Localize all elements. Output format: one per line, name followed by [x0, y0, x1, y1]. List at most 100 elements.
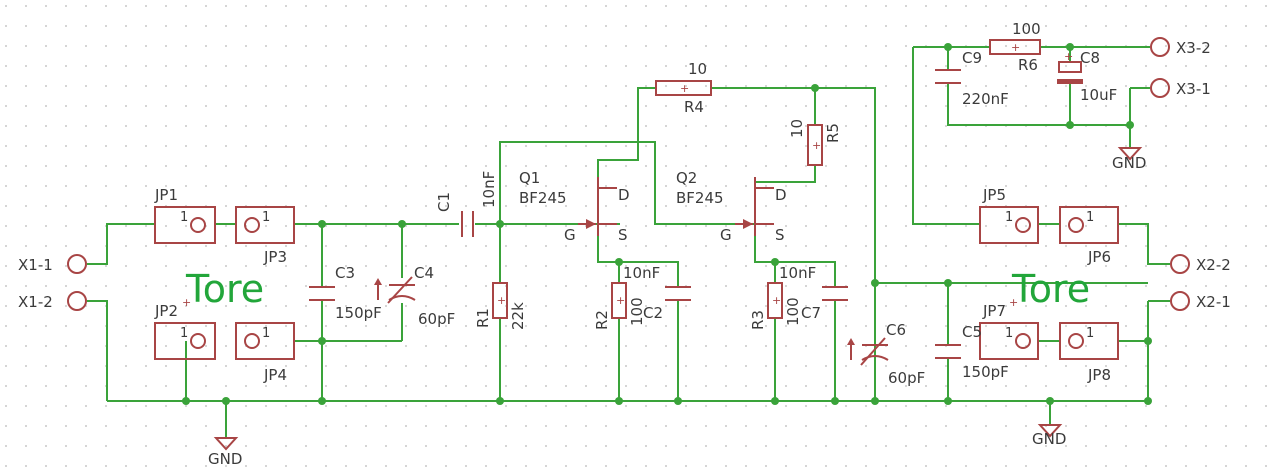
- c4-value: 60pF: [418, 310, 455, 328]
- c9-value: 220nF: [962, 90, 1009, 108]
- connector-x1-1: X1-1: [18, 254, 87, 274]
- r1-plus-mark: +: [497, 294, 506, 307]
- r2-label: R2: [593, 310, 611, 330]
- r3-plus-mark: +: [772, 294, 781, 307]
- jp2-pin-label: 1: [180, 326, 188, 341]
- connector-x2-1: X2-1: [1170, 291, 1231, 311]
- r5-label: R5: [824, 123, 842, 143]
- jp7-pin-label: 1: [1005, 326, 1013, 341]
- r3-label: R3: [749, 310, 767, 330]
- capacitor-c9: C9 220nF: [935, 49, 1009, 108]
- resistor-r1: + R1 22k: [474, 282, 527, 330]
- gnd-left-label: GND: [208, 450, 242, 468]
- c8-label: C8: [1080, 49, 1100, 67]
- trimmer-capacitor-c4: C4 60pF: [374, 264, 455, 328]
- q1-pin-s: S: [618, 226, 628, 244]
- c3-value: 150pF: [335, 304, 382, 322]
- ground-symbol-left: GND: [208, 437, 242, 468]
- r6-plus-mark: +: [1011, 41, 1020, 54]
- q1-pin-d: D: [618, 186, 630, 204]
- resistor-r4: + 10 R4: [655, 60, 712, 116]
- capacitor-c7: 10nF C7: [779, 264, 848, 322]
- c5-label: C5: [962, 323, 982, 341]
- connector-x1-1-label: X1-1: [18, 256, 53, 274]
- ground-symbol-supply: GND: [1112, 147, 1146, 172]
- trimmer-capacitor-c6: C6 60pF: [847, 321, 925, 387]
- jumper-jp5: 1 JP5: [979, 186, 1039, 244]
- jp2-plus-mark: +: [182, 296, 191, 309]
- capacitor-c5: C5 150pF: [935, 323, 1009, 381]
- jumper-jp7: 1 JP7 +: [979, 296, 1039, 360]
- c2-value: 10nF: [623, 264, 660, 282]
- r4-value: 10: [688, 60, 707, 78]
- c5-value: 150pF: [962, 363, 1009, 381]
- q1-type: BF245: [519, 189, 567, 207]
- c4-label: C4: [414, 264, 434, 282]
- connector-x1-2: X1-2: [18, 291, 87, 311]
- jp1-pin-label: 1: [180, 210, 188, 225]
- connector-x3-1-label: X3-1: [1176, 80, 1211, 98]
- c1-label: C1: [435, 192, 453, 212]
- q2-pin-s: S: [775, 226, 785, 244]
- resistor-r6: + 100 R6: [989, 20, 1041, 74]
- jumper-jp4: 1 JP4: [235, 322, 295, 384]
- r1-value: 22k: [509, 302, 527, 330]
- r5-plus-mark: +: [812, 139, 821, 152]
- c8-plus-mark: +: [1064, 50, 1073, 63]
- connector-x3-2-label: X3-2: [1176, 39, 1211, 57]
- connector-x2-1-label: X2-1: [1196, 293, 1231, 311]
- connector-x2-2-label: X2-2: [1196, 256, 1231, 274]
- jumper-jp1: 1 JP1: [154, 186, 216, 244]
- tore-right-label: Tore: [1011, 267, 1090, 311]
- jp8-pin-label: 1: [1086, 326, 1094, 341]
- jp6-pin-label: 1: [1086, 210, 1094, 225]
- r2-value: 100: [628, 297, 646, 326]
- q2-label: Q2: [676, 169, 697, 187]
- transistor-q2: D S G Q2 BF245: [676, 169, 787, 244]
- c2-label: C2: [643, 304, 663, 322]
- jp6-label: JP6: [1087, 248, 1111, 266]
- r1-label: R1: [474, 308, 492, 328]
- electrolytic-capacitor-c8: + C8 10uF: [1057, 49, 1117, 104]
- capacitor-c1: C1 10nF: [435, 171, 498, 237]
- q1-pin-g: G: [564, 226, 576, 244]
- c6-label: C6: [886, 321, 906, 339]
- resistor-r2: + R2 100: [593, 282, 646, 330]
- r6-value: 100: [1012, 20, 1041, 38]
- jumper-jp6: 1 JP6: [1059, 206, 1119, 266]
- c7-label: C7: [801, 304, 821, 322]
- transistor-q1: D S G Q1 BF245: [519, 169, 630, 244]
- c7-value: 10nF: [779, 264, 816, 282]
- jumper-jp3: 1 JP3: [235, 206, 295, 266]
- connector-x1-2-label: X1-2: [18, 293, 53, 311]
- jumper-jp8: 1 JP8: [1059, 322, 1119, 384]
- c1-value: 10nF: [480, 171, 498, 208]
- jp7-label: JP7: [982, 302, 1006, 320]
- jp5-label: JP5: [982, 186, 1006, 204]
- r4-plus-mark: +: [680, 82, 689, 95]
- jp1-label: JP1: [154, 186, 178, 204]
- jp2-label: JP2: [154, 302, 178, 320]
- jp3-label: JP3: [263, 248, 287, 266]
- capacitor-c3: C3 150pF: [309, 264, 382, 322]
- q2-type: BF245: [676, 189, 724, 207]
- r2-plus-mark: +: [616, 294, 625, 307]
- tore-left-label: Tore: [185, 267, 264, 311]
- r5-value: 10: [788, 119, 806, 138]
- jumper-jp2: 1 JP2 +: [154, 296, 216, 360]
- jp5-pin-label: 1: [1005, 210, 1013, 225]
- connector-x3-1: X3-1: [1150, 78, 1211, 98]
- q2-pin-g: G: [720, 226, 732, 244]
- jp3-pin-label: 1: [262, 210, 270, 225]
- c9-label: C9: [962, 49, 982, 67]
- c3-label: C3: [335, 264, 355, 282]
- junctions: [182, 43, 1152, 405]
- jp8-label: JP8: [1087, 366, 1111, 384]
- resistor-r3: + R3 100: [749, 282, 802, 330]
- r6-label: R6: [1018, 56, 1038, 74]
- capacitor-c2: 10nF C2: [623, 264, 691, 322]
- q1-label: Q1: [519, 169, 540, 187]
